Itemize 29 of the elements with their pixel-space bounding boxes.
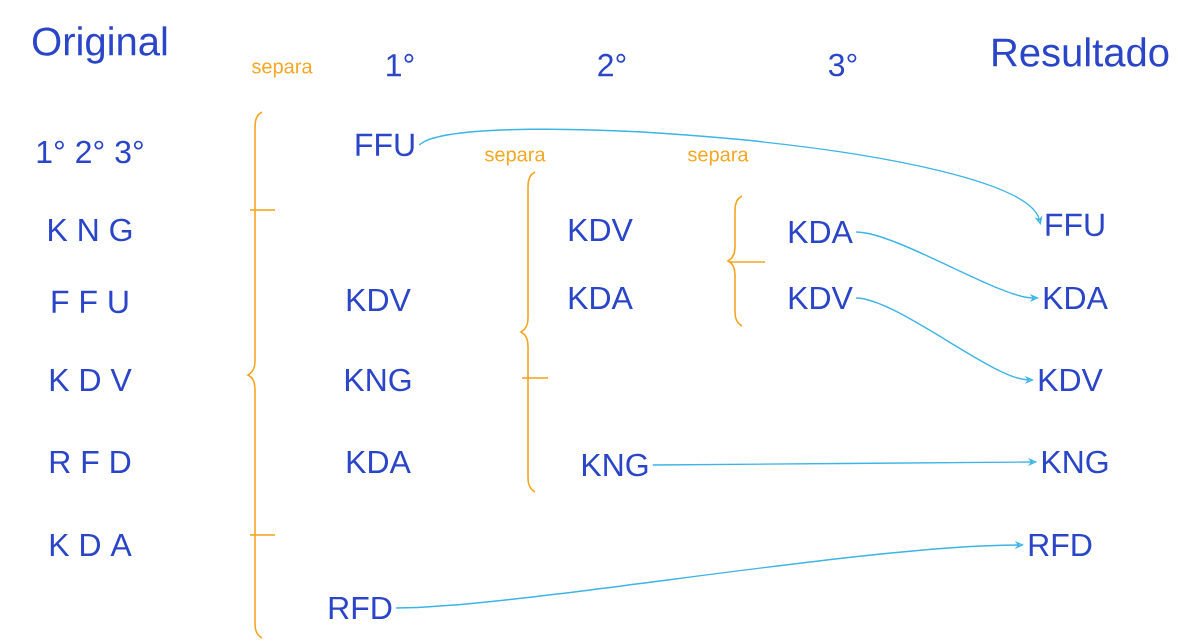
handwritten-text: KNG [582, 453, 648, 477]
handwritten-label: separa [252, 62, 313, 78]
handwritten-label: 1° 2° 3° [37, 140, 143, 164]
handwritten-label: 1° [387, 53, 414, 77]
handwritten-text: FFU [356, 133, 414, 157]
handwritten-label: R F D [50, 451, 131, 473]
handwritten-text: FFU [1046, 213, 1104, 237]
handwritten-label: KDA [347, 451, 411, 473]
handwritten-label: K N G [49, 218, 132, 242]
handwritten-text: KNG [1042, 450, 1108, 474]
handwritten-label: Original [33, 26, 167, 64]
handwritten-text: KDV [1039, 369, 1103, 391]
handwritten-text: KDV [789, 287, 853, 309]
handwritten-label: KNG [345, 368, 411, 392]
handwritten-text: RFD [1029, 534, 1092, 556]
handwritten-text: KDA [1044, 287, 1108, 309]
handwritten-label: K D V [50, 369, 132, 391]
handwritten-label: separa [485, 150, 546, 166]
handwritten-label: KDA [569, 287, 633, 309]
handwritten-label: separa [688, 150, 749, 166]
handwritten-label: KDV [569, 219, 633, 241]
handwritten-text: KDA [789, 221, 853, 243]
handwritten-label: 3° [828, 53, 857, 77]
handwritten-label: KDV [347, 289, 411, 311]
handwritten-label: K D A [50, 534, 132, 556]
handwritten-label: 2° [598, 53, 626, 77]
handwritten-text: RFD [329, 597, 392, 619]
handwritten-label: Resultado [993, 37, 1169, 67]
handwritten-label: F F U [52, 290, 128, 314]
